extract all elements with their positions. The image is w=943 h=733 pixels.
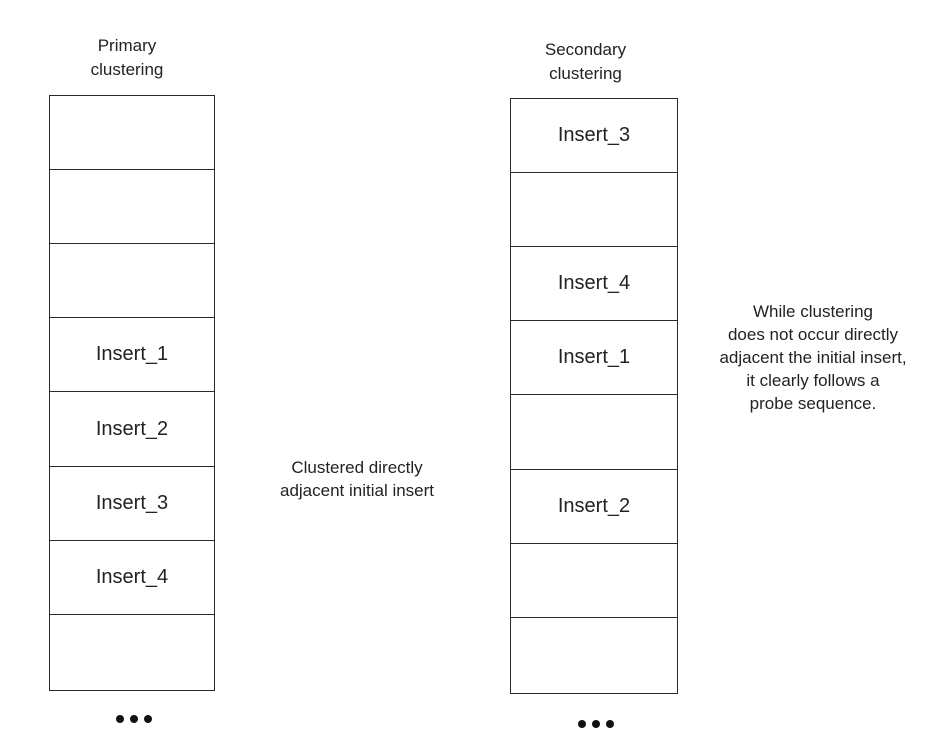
primary-table: Insert_1 Insert_2 Insert_3 Insert_4 [49,95,215,691]
table-cell [511,619,677,693]
table-cell [50,616,214,690]
table-cell: Insert_1 [511,321,677,395]
table-cell [511,544,677,618]
secondary-table: Insert_3 Insert_4 Insert_1 Insert_2 [510,98,678,694]
table-cell: Insert_3 [511,99,677,173]
table-cell: Insert_4 [50,541,214,615]
primary-continuation-dots [116,707,158,728]
secondary-continuation-dots [578,712,620,733]
table-cell: Insert_1 [50,318,214,392]
table-cell [511,173,677,247]
secondary-title: Secondary clustering [544,40,627,83]
table-cell: Insert_2 [50,393,214,467]
table-cell: Insert_2 [511,470,677,544]
secondary-note: While clustering does not occur directly… [719,302,907,413]
primary-title: Primary clustering [90,36,164,79]
table-cell [50,170,214,244]
table-cell: Insert_3 [50,467,214,541]
table-cell: Insert_4 [511,247,677,321]
primary-note: Clustered directly adjacent initial inse… [279,458,435,500]
table-cell [50,96,214,170]
table-cell [511,396,677,470]
table-cell [50,244,214,318]
